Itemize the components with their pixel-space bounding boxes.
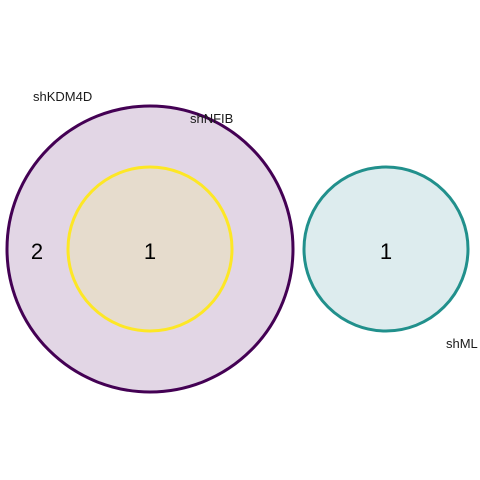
region-count-ml-only: 1 xyxy=(380,239,392,264)
set-circle-shnfib xyxy=(66,165,234,333)
set-label-shml: shML xyxy=(446,336,478,351)
set-circle-shml xyxy=(302,165,470,333)
region-count-kdm4d-nfib: 1 xyxy=(144,239,156,264)
region-count-kdm4d-only: 2 xyxy=(31,239,43,264)
set-label-shnfib: shNFIB xyxy=(190,111,233,126)
set-label-shkdm4d: shKDM4D xyxy=(33,89,92,104)
